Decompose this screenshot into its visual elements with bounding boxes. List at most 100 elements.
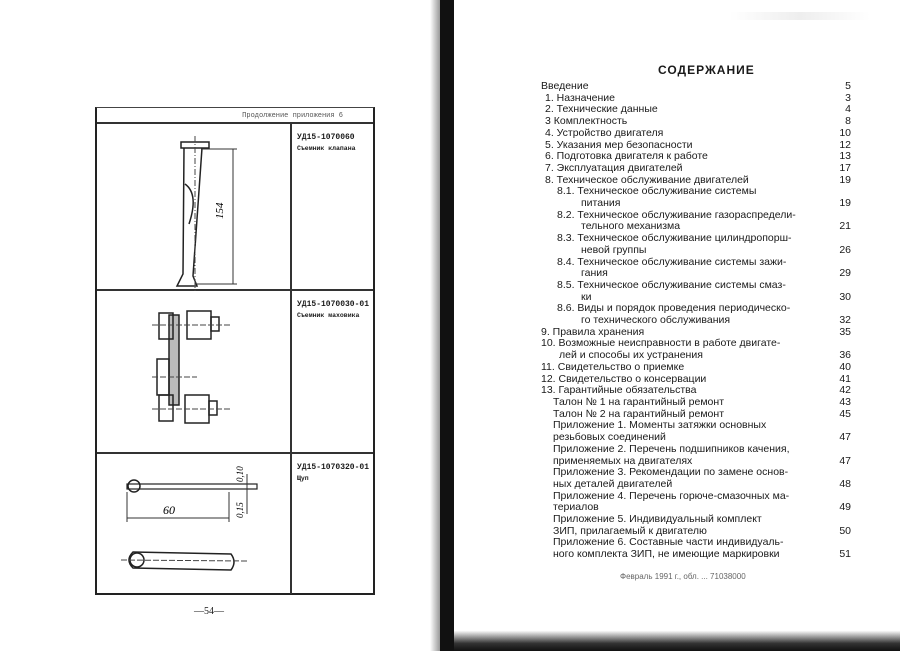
toc-page-number: 29 [839, 267, 851, 280]
flywheel-puller-drawing [152, 310, 232, 424]
book-spine [440, 0, 454, 651]
column-divider [290, 124, 292, 594]
toc-page-number: 5 [845, 80, 851, 92]
toc-page-number: 19 [839, 173, 851, 186]
toc-entry-title: 8.3. Техническое обслуживание цилиндропо… [557, 232, 792, 245]
toc-page-number: 40 [839, 360, 851, 373]
toc-entry-title: 8.6. Виды и порядок проведения периодиче… [557, 302, 791, 315]
toc-entry-title: 5. Указания мер безопасности [545, 138, 693, 151]
toc-entry-title: Приложение 3. Рекомендации по замене осн… [553, 466, 789, 479]
toc-page-number: 45 [839, 407, 851, 420]
toc-page-number: 50 [839, 524, 851, 537]
toc-page-number: 8 [845, 115, 851, 128]
toc-entry-title: Приложение 5. Индивидуальный комплект [553, 513, 762, 526]
page-number: —54— [194, 606, 224, 617]
toc-entry: Введение 5 [541, 80, 851, 93]
toc-entry-continuation: гания [581, 267, 608, 280]
toc-entry-continuation: го технического обслуживания [581, 314, 731, 327]
toc-entry-title: Приложение 2. Перечень подшипников качен… [553, 442, 790, 455]
part-name: Съемник клапана [297, 145, 356, 152]
toc-entry-continuation: невой группы [581, 243, 647, 256]
toc-entry: 8.5. Техническое обслуживание системы см… [541, 278, 851, 303]
toc-entry: 8. Техническое обслуживание двигателей 19 [541, 173, 851, 187]
part-code: УД15-1070320-01 [297, 463, 370, 472]
toc-entry-continuation: тельного механизма [581, 220, 681, 233]
toc-entry-title: 7. Эксплуатация двигателей [545, 161, 683, 174]
toc-page-number: 43 [839, 395, 851, 408]
feeler-gauge-drawing: 60 0,15 0,10 [120, 466, 258, 571]
toc-entry-title: 11. Свидетельство о приемке [541, 360, 685, 373]
toc-entry-title: 12. Свидетельство о консервации [541, 372, 707, 385]
toc-entry-title: 8.4. Техническое обслуживание системы за… [557, 255, 787, 268]
toc-entry-title: 4. Устройство двигателя [545, 126, 664, 139]
toc-entry: 10. Возможные неисправности в работе дви… [541, 338, 851, 361]
toc-entry-continuation: применяемых на двигателях [553, 454, 693, 467]
dimension-label: 60 [163, 503, 175, 517]
toc-entry-title: 9. Правила хранения [541, 325, 645, 338]
toc-page-number: 47 [839, 431, 851, 444]
toc-entry: 7. Эксплуатация двигателей 17 [541, 161, 851, 175]
toc-page-number: 32 [839, 314, 851, 327]
toc-entry: 8.6. Виды и порядок проведения периодиче… [541, 303, 851, 326]
toc-page-number: 49 [839, 501, 851, 514]
toc-entry-title: 13. Гарантийные обязательства [541, 384, 697, 397]
toc-entry-title: 1. Назначение [545, 91, 616, 104]
toc-entry: Приложение 4. Перечень горюче-смазочных … [541, 490, 851, 514]
dimension-label: 154 [214, 202, 226, 219]
toc-entry: Приложение 6. Составные части индивидуал… [541, 537, 851, 560]
toc-page-number: 30 [839, 290, 851, 303]
appendix-table: Продолжение приложения 6 154 УД15-107006… [95, 107, 375, 595]
toc-entry-title: 8.1. Техническое обслуживание системы [557, 185, 757, 198]
toc-entry-continuation: лей и способы их устранения [559, 349, 703, 362]
table-row: 154 УД15-1070060 Съемник клапана [97, 124, 373, 291]
toc-entry: Приложение 3. Рекомендации по замене осн… [541, 466, 851, 490]
toc-page-number: 42 [839, 384, 851, 397]
print-footer: Февраль 1991 г., обл. ... 71038000 [620, 572, 746, 581]
toc-page-number: 48 [839, 477, 851, 490]
toc-entry-title: 8. Техническое обслуживание двигателей [545, 173, 749, 186]
toc-entry-continuation: ного комплекта ЗИП, не имеющие маркировк… [553, 548, 780, 561]
toc-page-number: 41 [839, 372, 851, 385]
toc-entry-continuation: ки [581, 290, 592, 303]
scan-shadow [454, 600, 900, 651]
toc-page-number: 21 [839, 220, 851, 233]
toc-entry-continuation: резьбовых соединений [553, 431, 666, 444]
toc-entry: 8.4. Техническое обслуживание системы за… [541, 255, 851, 280]
toc-entry-title: Приложение 6. Составные части индивидуал… [553, 536, 784, 549]
table-header: Продолжение приложения 6 [97, 108, 373, 124]
toc-entry: 8.3. Техническое обслуживание цилиндропо… [541, 232, 851, 256]
toc-entry-title: Введение [541, 80, 589, 92]
toc-entry-continuation: ЗИП, прилагаемый к двигателю [553, 524, 707, 537]
table-row: 60 0,15 0,10 УД15-1070320-01 Щуп [97, 454, 373, 594]
dimension-label: 0,15 [235, 502, 245, 518]
toc-entry-title: 2. Технические данные [545, 103, 658, 116]
toc-entry-title: 10. Возможные неисправности в работе дви… [541, 337, 781, 350]
toc-page-number: 17 [839, 161, 851, 174]
toc-entry-title: 3 Комплектность [545, 115, 628, 128]
part-name: Щуп [297, 475, 309, 482]
toc-entry: 3 Комплектность 8 [541, 115, 851, 128]
toc-entry-title: 8.5. Техническое обслуживание системы см… [557, 278, 786, 291]
toc-entry-title: Приложение 1. Моменты затяжки основных [553, 419, 767, 432]
part-name: Съемник маховика [297, 312, 360, 319]
toc-entry: Приложение 2. Перечень подшипников качен… [541, 442, 851, 467]
toc-entry-continuation: териалов [553, 501, 599, 514]
dimension-label: 0,10 [235, 466, 245, 482]
toc-page-number: 3 [845, 91, 851, 104]
toc-page-number: 36 [839, 349, 851, 362]
toc-page-number: 47 [839, 454, 851, 467]
toc-entry: 11. Свидетельство о приемке 40 [541, 360, 851, 374]
table-row: УД15-1070030-01 Съемник маховика [97, 291, 373, 454]
toc-entry: 13. Гарантийные обязательства 42 [541, 384, 851, 397]
scan-smudge [730, 12, 870, 20]
toc-entry: 8.2. Техническое обслуживание газораспре… [541, 208, 851, 233]
table-of-contents: Введение 5 1. Назначение 3 2. Технические да… [541, 80, 851, 561]
toc-entry-title: 8.2. Техническое обслуживание газораспре… [557, 208, 796, 221]
